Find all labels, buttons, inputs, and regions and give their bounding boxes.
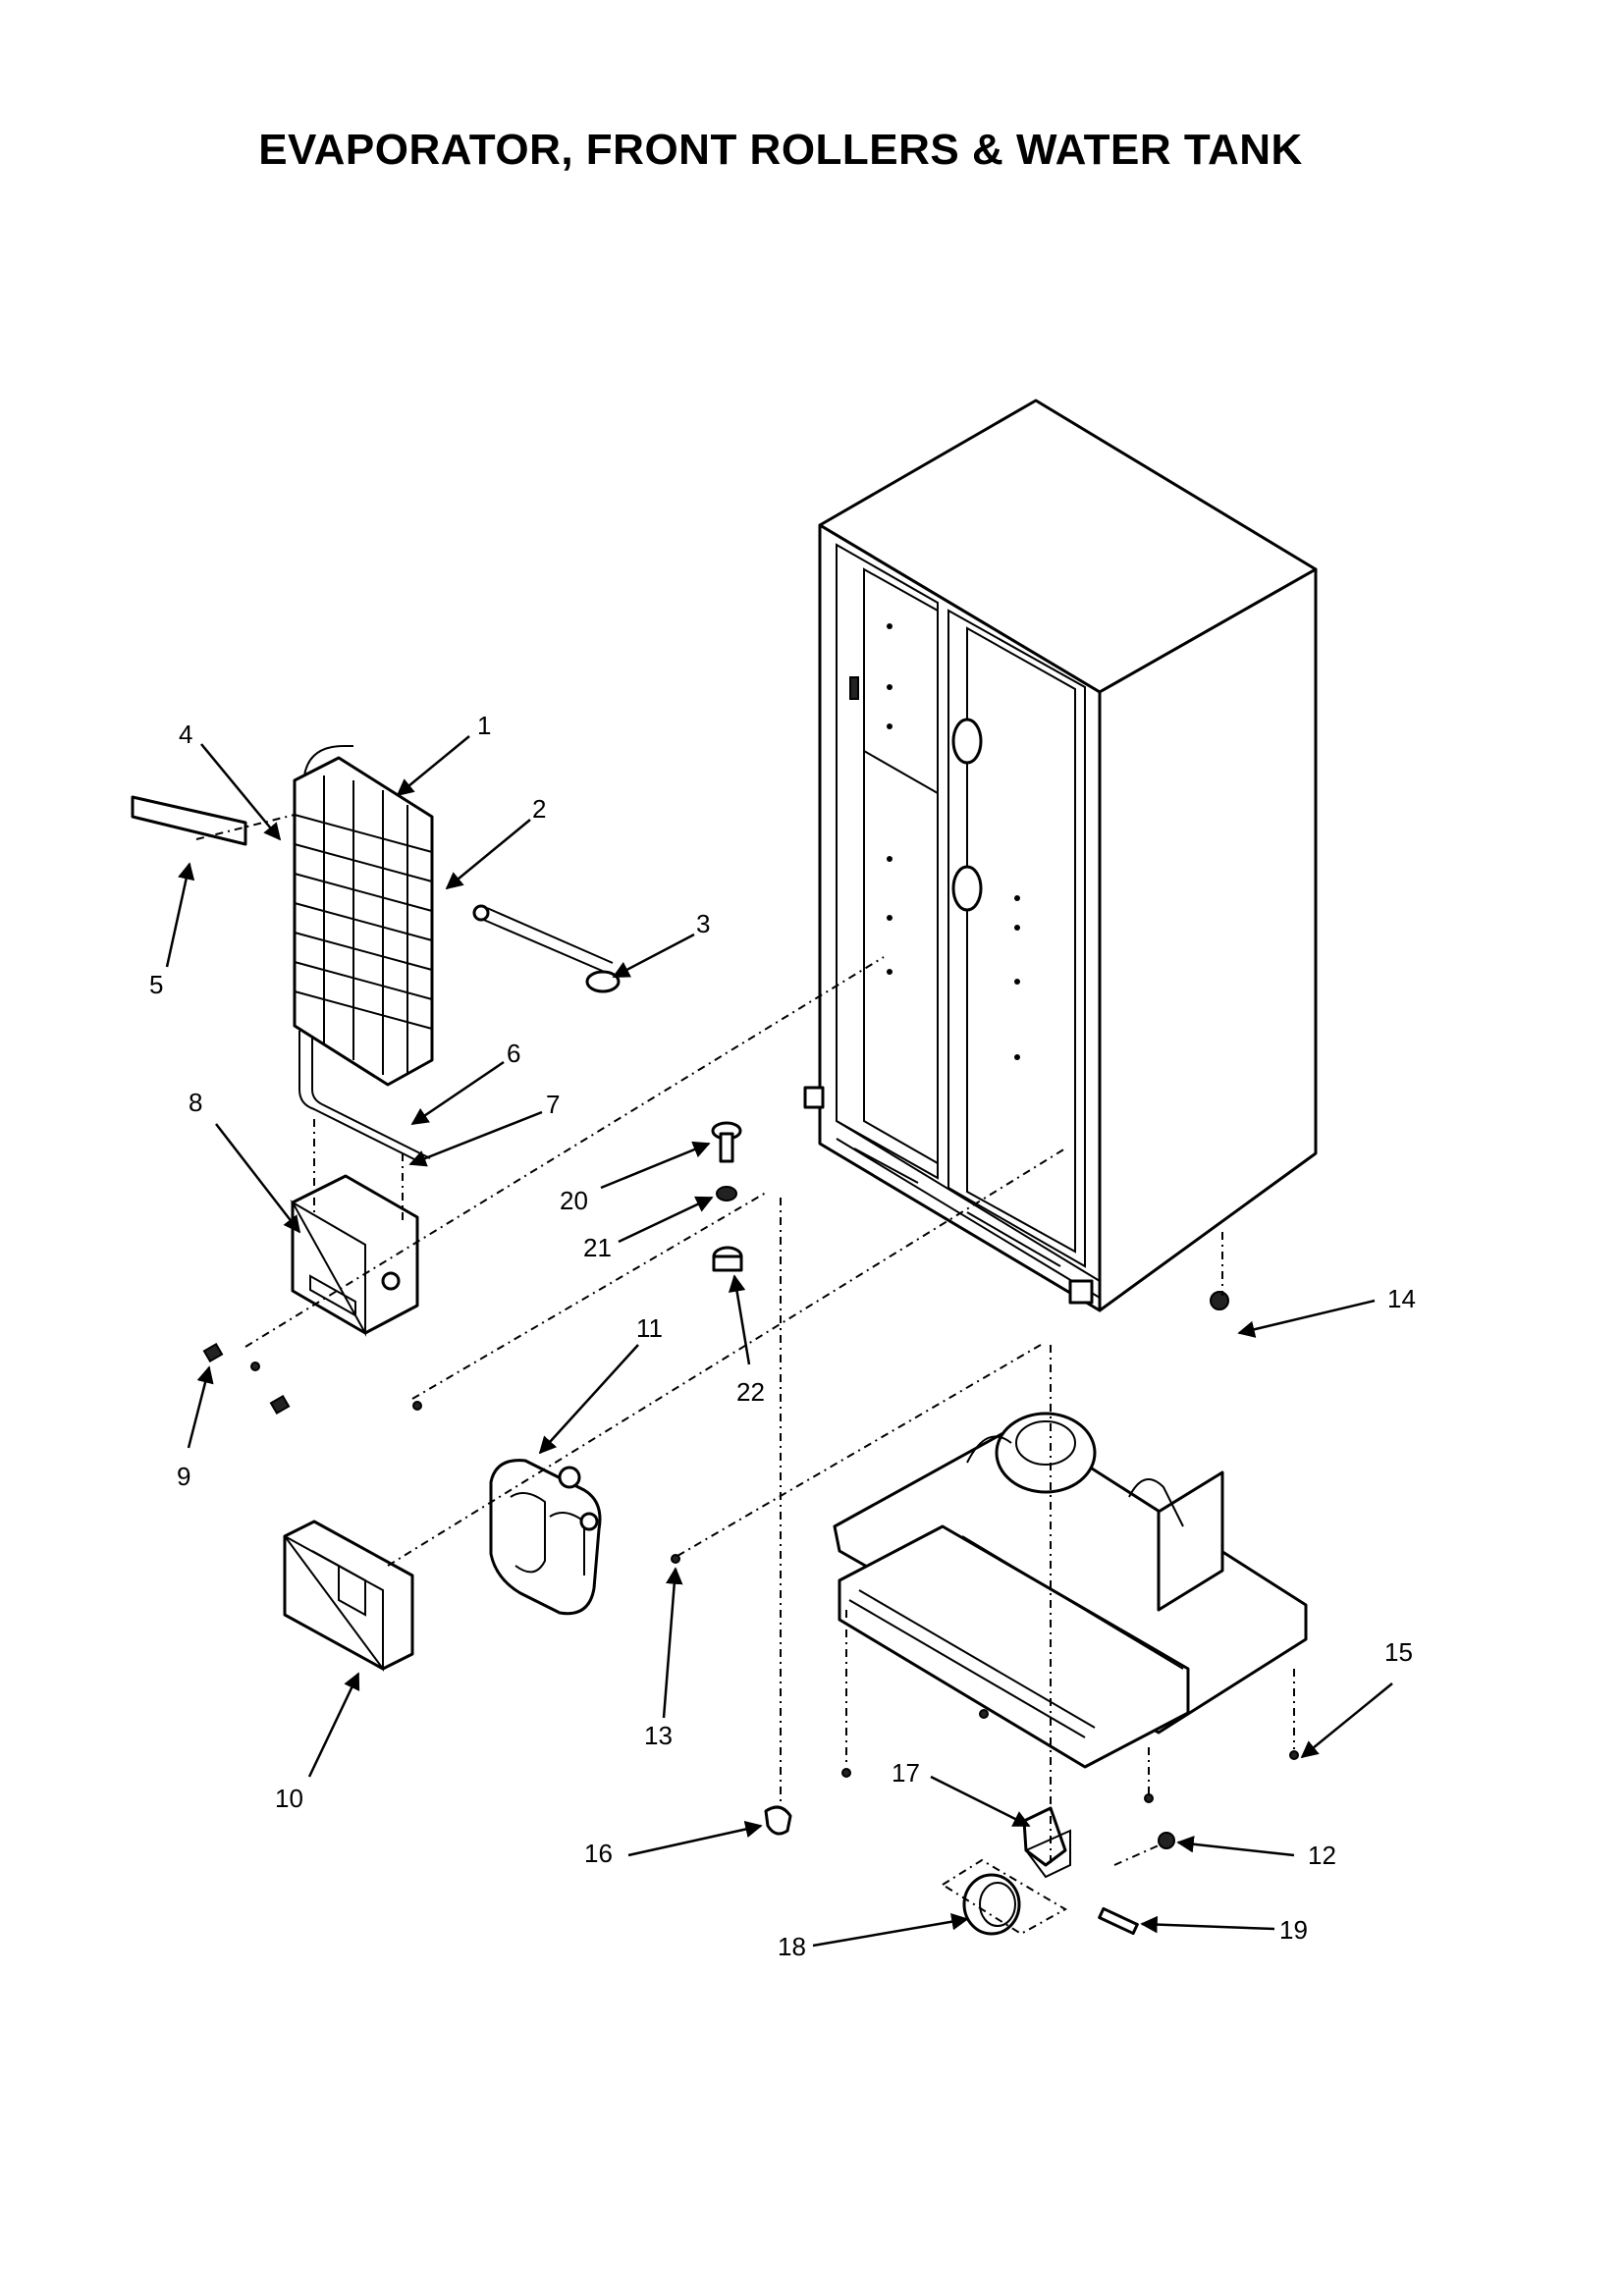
cabinet <box>803 399 1318 1312</box>
callout-4: 4 <box>179 720 192 749</box>
callout-7: 7 <box>546 1090 560 1119</box>
callout-17: 17 <box>892 1758 920 1788</box>
leveling-parts <box>711 1121 743 1272</box>
callout-18: 18 <box>778 1932 806 1961</box>
page-title: EVAPORATOR, FRONT ROLLERS & WATER TANK <box>258 126 1303 174</box>
terminal-strip <box>131 795 247 846</box>
leader-lines <box>165 735 1393 1948</box>
drain-trough <box>290 1174 419 1337</box>
callout-21: 21 <box>583 1233 612 1262</box>
screws <box>202 1342 422 1415</box>
callout-5: 5 <box>149 970 163 999</box>
callout-10: 10 <box>275 1784 303 1813</box>
evaporator <box>293 745 434 1164</box>
callout-11: 11 <box>636 1313 663 1343</box>
callout-9: 9 <box>177 1462 190 1491</box>
callout-22: 22 <box>736 1377 765 1407</box>
assembly-guides <box>195 814 1295 1866</box>
defrost-sensor <box>472 904 621 993</box>
callout-3: 3 <box>696 909 710 938</box>
callout-labels: 1 2 3 4 5 6 7 8 9 10 11 12 13 14 15 16 1… <box>149 711 1416 1961</box>
water-tank <box>489 1459 602 1616</box>
callout-2: 2 <box>532 794 546 824</box>
callout-15: 15 <box>1384 1637 1413 1667</box>
compressor-deck <box>833 1412 1308 1769</box>
callout-20: 20 <box>560 1186 588 1215</box>
callout-14: 14 <box>1387 1284 1416 1313</box>
callout-12: 12 <box>1308 1841 1336 1870</box>
tank-cover <box>283 1520 414 1673</box>
callout-16: 16 <box>584 1839 613 1868</box>
front-roller-assembly <box>671 1291 1299 1936</box>
callout-1: 1 <box>477 711 491 740</box>
callout-13: 13 <box>644 1721 673 1750</box>
callout-8: 8 <box>189 1088 202 1117</box>
callout-19: 19 <box>1279 1915 1308 1945</box>
callout-6: 6 <box>507 1039 520 1068</box>
